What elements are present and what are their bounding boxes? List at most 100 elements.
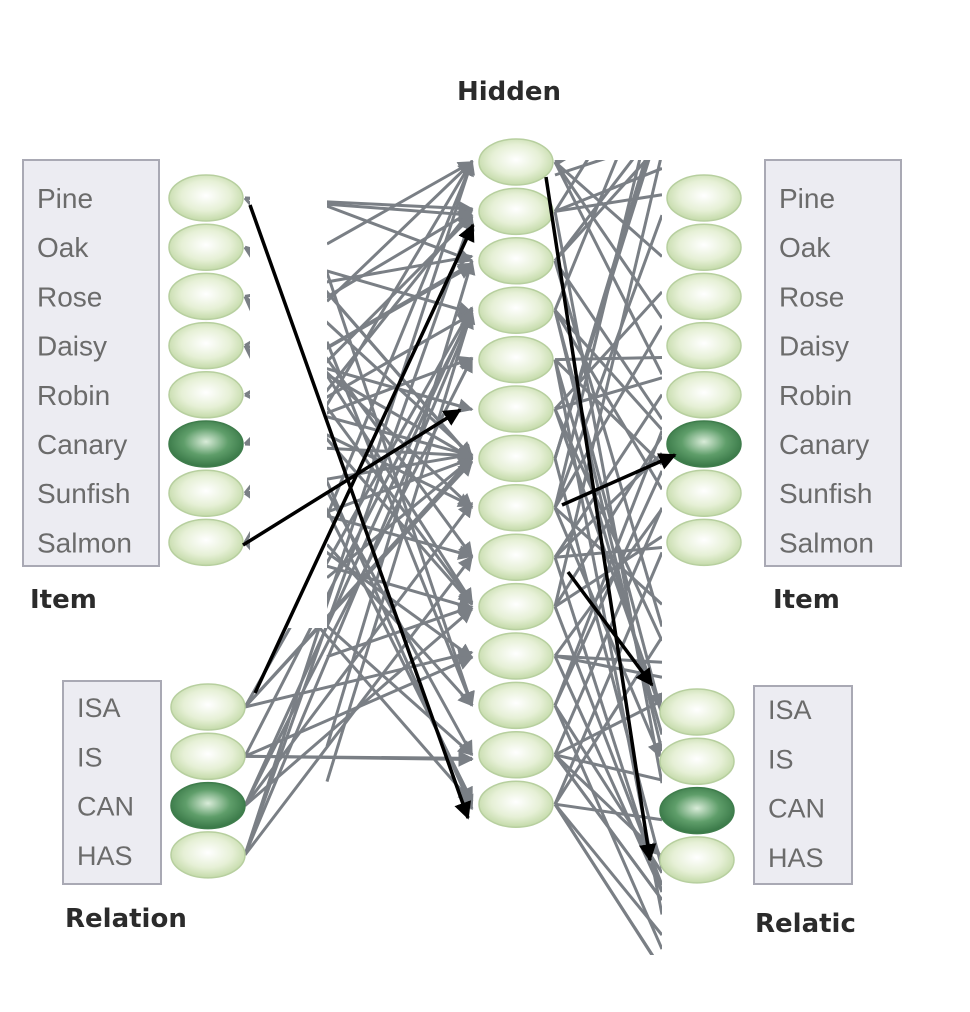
relation-input-node: [170, 732, 246, 781]
connection-hidden-output: [554, 160, 663, 258]
connection-hidden-output: [554, 699, 663, 757]
relation-output-box: [753, 685, 853, 885]
item-output-node: [666, 371, 742, 419]
item-output-node: [666, 321, 742, 370]
item-input-node: [168, 321, 244, 370]
item-input-box: [22, 159, 160, 567]
connection-hidden-output: [553, 753, 664, 901]
item-input-label: Pine: [37, 183, 93, 214]
item-output-label: Pine: [779, 183, 835, 214]
item-input-node: [168, 469, 244, 517]
connection-hidden-output: [553, 309, 664, 709]
highlighted-connection-arrow: [253, 223, 475, 694]
hidden-node: [478, 187, 554, 236]
highlighted-connection-arrow: [561, 453, 677, 507]
hidden-node: [478, 780, 554, 828]
hidden-node: [478, 138, 554, 186]
item-output-label: Oak: [779, 232, 831, 263]
connection-hidden-output: [553, 803, 664, 971]
connection-input-hidden: [243, 313, 474, 856]
connection-hidden-output: [553, 152, 664, 607]
item-input-node: [168, 371, 244, 419]
hidden-node: [478, 335, 554, 384]
highlighted-connection-arrow: [566, 570, 654, 687]
relation-input-title: Relation: [65, 904, 187, 934]
item-input-node: [168, 518, 244, 567]
item-output-node: [666, 223, 742, 271]
item-input-title: Item: [30, 585, 97, 615]
item-output-node: [666, 174, 742, 222]
highlighted-connection-arrow: [248, 204, 471, 820]
relation-input-node: [170, 683, 246, 731]
item-output-label: Salmon: [779, 527, 874, 558]
crop-mask: [908, 170, 938, 570]
relation-output-node: [659, 688, 735, 736]
connection-hidden-output: [553, 551, 664, 805]
hidden-node: [478, 533, 554, 581]
connection-hidden-output: [553, 753, 662, 856]
relation-output-label: ISA: [768, 695, 812, 725]
connection-hidden-output: [553, 309, 664, 431]
relation-input-box: [62, 680, 162, 885]
connection-hidden-output: [553, 161, 664, 375]
item-output-label: Daisy: [779, 331, 849, 362]
connection-input-hidden: [325, 160, 474, 517]
connection-input-hidden: [325, 308, 476, 782]
node-layer: [168, 138, 742, 884]
connection-hidden-output: [553, 636, 664, 806]
relation-input-label: HAS: [77, 841, 133, 871]
item-output-node: [666, 469, 742, 517]
item-input-node: [168, 223, 244, 271]
connection-hidden-output: [553, 704, 664, 874]
label-boxes: [22, 159, 938, 885]
hidden-node: [478, 434, 554, 483]
hidden-node: [478, 632, 554, 680]
connection-input-hidden: [325, 272, 475, 707]
connection-hidden-output: [553, 260, 664, 627]
item-output-label: Rose: [779, 281, 844, 312]
connection-hidden-output: [553, 290, 664, 411]
crop-mask: [250, 0, 700, 160]
connection-input-hidden: [325, 160, 474, 303]
connection-hidden-output: [553, 507, 662, 758]
connection-input-hidden: [243, 214, 475, 856]
item-input-label: Oak: [37, 232, 89, 263]
relation-input-node: [170, 831, 246, 879]
item-output-label: Canary: [779, 429, 869, 460]
relation-output-node: [659, 786, 735, 835]
connection-hidden-output: [553, 408, 664, 642]
relation-output-label: CAN: [768, 794, 825, 824]
connection-hidden-output: [553, 803, 664, 936]
relation-input-label: CAN: [77, 792, 134, 822]
relation-output-title: Relatic: [755, 909, 856, 939]
highlighted-connections: [242, 176, 677, 862]
connection-hidden-output: [553, 211, 664, 784]
crop-mask: [0, 955, 970, 1012]
relation-input-label: IS: [77, 742, 103, 772]
connection-hidden-output: [553, 103, 664, 459]
relation-output-node: [659, 737, 735, 786]
connection-hidden-output: [553, 214, 664, 509]
item-input-label: Sunfish: [37, 478, 130, 509]
item-output-node: [666, 272, 742, 321]
item-output-title: Item: [773, 585, 840, 615]
connection-input-hidden: [326, 457, 474, 579]
highlighted-connection-arrow: [242, 408, 462, 547]
connection-input-hidden: [326, 160, 474, 246]
item-input-label: Salmon: [37, 527, 132, 558]
hidden-node: [478, 681, 554, 730]
relation-input-label: ISA: [77, 693, 121, 723]
hidden-node: [478, 385, 554, 433]
item-output-label: Robin: [779, 380, 852, 411]
connection-input-hidden: [325, 341, 474, 707]
item-input-node: [168, 272, 244, 321]
connection-input-hidden: [243, 555, 474, 856]
hidden-node: [478, 286, 554, 334]
item-input-node: [168, 420, 244, 468]
connection-hidden-output: [553, 325, 664, 509]
item-output-node: [666, 518, 742, 567]
connection-input-hidden: [325, 259, 476, 747]
connection-hidden-output: [553, 506, 664, 606]
